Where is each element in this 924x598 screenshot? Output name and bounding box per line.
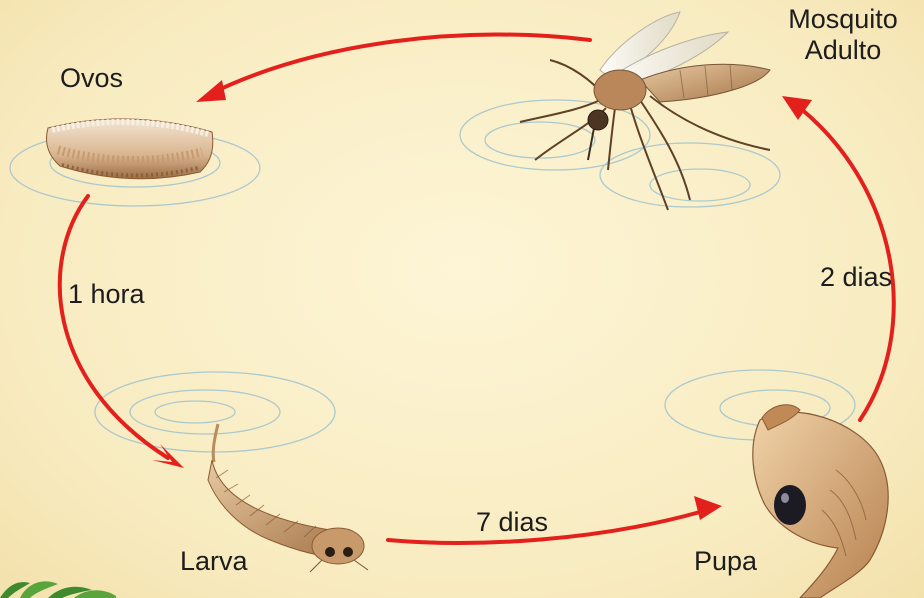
- arrow-adult-to-eggs: [210, 35, 590, 94]
- eggs-illustration: [47, 119, 213, 179]
- arrowhead-to-eggs: [196, 80, 226, 102]
- duration-label-eggs-to-larva: 1 hora: [68, 279, 145, 310]
- stage-label-adult-line2: Adulto: [772, 35, 914, 66]
- adult-mosquito-illustration: [520, 12, 770, 210]
- stage-label-adult-line1: Mosquito: [772, 4, 914, 35]
- duration-label-pupa-to-adult: 2 dias: [820, 262, 892, 293]
- stage-label-pupa: Pupa: [694, 546, 757, 577]
- pupa-illustration: [753, 405, 888, 598]
- arrow-eggs-to-larva: [60, 196, 168, 458]
- arrowhead-to-pupa: [694, 496, 722, 520]
- stage-label-adult: Mosquito Adulto: [772, 4, 914, 66]
- stage-label-larva: Larva: [180, 546, 248, 577]
- duration-label-larva-to-pupa: 7 dias: [476, 507, 548, 538]
- plant-decoration: [0, 581, 116, 598]
- stage-label-eggs: Ovos: [60, 63, 123, 94]
- arrowheads: [152, 80, 812, 520]
